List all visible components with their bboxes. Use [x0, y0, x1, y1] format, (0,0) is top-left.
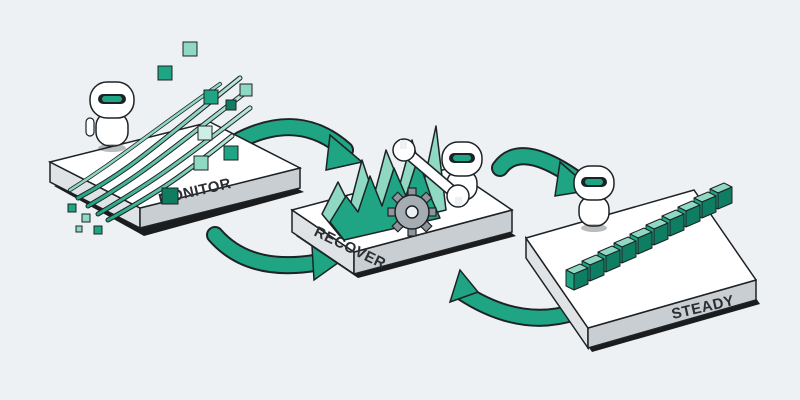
flow-arrow-icon	[448, 268, 584, 327]
data-cube-icon	[67, 41, 253, 235]
robot-icon	[573, 165, 615, 232]
cube-row	[565, 182, 733, 291]
data-stream	[68, 75, 253, 223]
robot-icon	[85, 81, 135, 152]
data-cube-icon	[565, 263, 589, 291]
flow-arrow-icon	[231, 118, 364, 171]
data-cube-icon	[581, 254, 605, 282]
flow-arrow-icon	[206, 226, 344, 282]
platform-steady: STEADY	[524, 189, 760, 352]
wrench-icon	[392, 138, 470, 208]
gear-icon	[387, 187, 437, 237]
